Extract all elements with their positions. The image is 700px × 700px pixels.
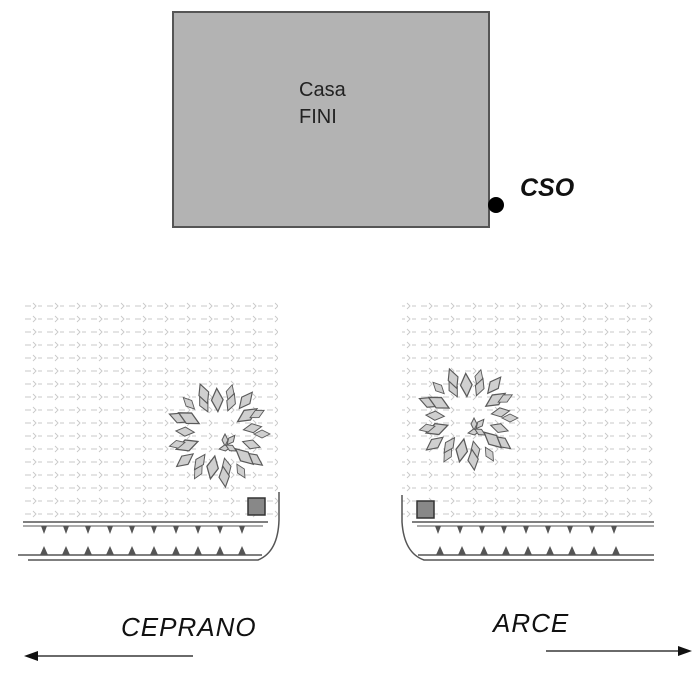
hedge-tooth: [62, 546, 70, 555]
leaf: [425, 436, 444, 451]
hedge-tooth: [238, 546, 246, 555]
leaf: [249, 409, 266, 419]
leaf: [490, 407, 511, 418]
hedge-tooth: [502, 546, 510, 555]
right-hedge-top: [435, 526, 617, 534]
hedge-tooth: [107, 526, 113, 534]
leaf: [482, 431, 503, 449]
leaf: [174, 426, 196, 437]
cso-point-label: CSO: [520, 174, 575, 202]
hedge-tooth: [479, 526, 485, 534]
leaf: [253, 429, 271, 439]
leaf: [175, 453, 195, 468]
hedge-tooth: [611, 526, 617, 534]
house: Casa FINI: [172, 11, 490, 228]
leaf: [241, 439, 262, 450]
right-grass-area: [401, 300, 654, 561]
hedge-tooth: [523, 526, 529, 534]
leaf: [418, 423, 436, 433]
hedge-tooth: [435, 526, 441, 534]
leaf: [443, 436, 456, 454]
hedge-tooth: [546, 546, 554, 555]
right-hedge-bottom: [436, 546, 620, 555]
leaf: [447, 367, 459, 390]
leaf: [455, 437, 469, 464]
left-square-marker-icon: [247, 497, 266, 516]
left-hedge-bottom: [40, 546, 246, 555]
left-arrow-icon: [24, 651, 193, 661]
hedge-tooth: [612, 546, 620, 555]
leaf: [206, 454, 219, 481]
leaf: [424, 410, 446, 421]
hedge-tooth: [84, 546, 92, 555]
left-bush-ring-icon: [168, 382, 271, 489]
hedge-tooth: [85, 526, 91, 534]
house-label-line1: Casa: [299, 79, 347, 101]
house-label-line2: FINI: [299, 106, 337, 128]
leaf: [236, 463, 246, 479]
leaf: [501, 413, 519, 423]
leaf: [193, 453, 206, 471]
hedge-tooth: [106, 546, 114, 555]
cso-point-dot: [488, 197, 504, 213]
leaf: [238, 391, 254, 410]
leaf: [459, 371, 473, 399]
left-hedge-top: [41, 526, 245, 534]
hedge-tooth: [457, 526, 463, 534]
left-grass-area: [18, 300, 280, 561]
hedge-tooth: [568, 546, 576, 555]
leaf: [234, 447, 255, 466]
leaf: [182, 396, 196, 410]
right-arrow-icon: [546, 646, 692, 656]
hedge-tooth: [216, 546, 224, 555]
leaf: [474, 377, 485, 397]
hedge-tooth: [458, 546, 466, 555]
hedge-tooth: [41, 526, 47, 534]
right-square-marker-icon: [416, 500, 435, 519]
leaf: [484, 446, 494, 462]
leaf: [168, 439, 186, 449]
hedge-tooth: [150, 546, 158, 555]
hedge-tooth: [217, 526, 223, 534]
hedge-tooth: [173, 526, 179, 534]
leaf: [224, 444, 238, 452]
leaf: [486, 376, 502, 395]
hedge-tooth: [194, 546, 202, 555]
direction-right-label: ARCE: [491, 608, 569, 638]
hedge-tooth: [480, 546, 488, 555]
hedge-tooth: [151, 526, 157, 534]
leaf: [467, 448, 479, 472]
leaf: [242, 423, 263, 434]
leaf: [226, 392, 236, 412]
left-grass-texture: [23, 300, 278, 522]
leaf: [497, 394, 514, 403]
hedge-tooth: [239, 526, 245, 534]
leaf: [427, 396, 451, 409]
leaf: [432, 381, 445, 395]
hedge-tooth: [589, 526, 595, 534]
leaf: [218, 465, 230, 489]
hedge-tooth: [40, 546, 48, 555]
hedge-tooth: [567, 526, 573, 534]
hedge-tooth: [195, 526, 201, 534]
house-outline: [172, 11, 490, 228]
hedge-tooth: [436, 546, 444, 555]
hedge-tooth: [524, 546, 532, 555]
leaf: [198, 382, 210, 405]
right-bush-ring-icon: [418, 367, 519, 472]
hedge-tooth: [501, 526, 507, 534]
hedge-tooth: [63, 526, 69, 534]
hedge-tooth: [590, 546, 598, 555]
right-grass-texture: [402, 300, 654, 522]
direction-left-label: CEPRANO: [121, 612, 257, 642]
hedge-tooth: [129, 526, 135, 534]
hedge-tooth: [545, 526, 551, 534]
hedge-tooth: [128, 546, 136, 555]
leaf: [473, 428, 487, 436]
leaf: [177, 412, 201, 425]
leaf: [210, 386, 224, 414]
hedge-tooth: [172, 546, 180, 555]
leaf: [489, 423, 510, 434]
